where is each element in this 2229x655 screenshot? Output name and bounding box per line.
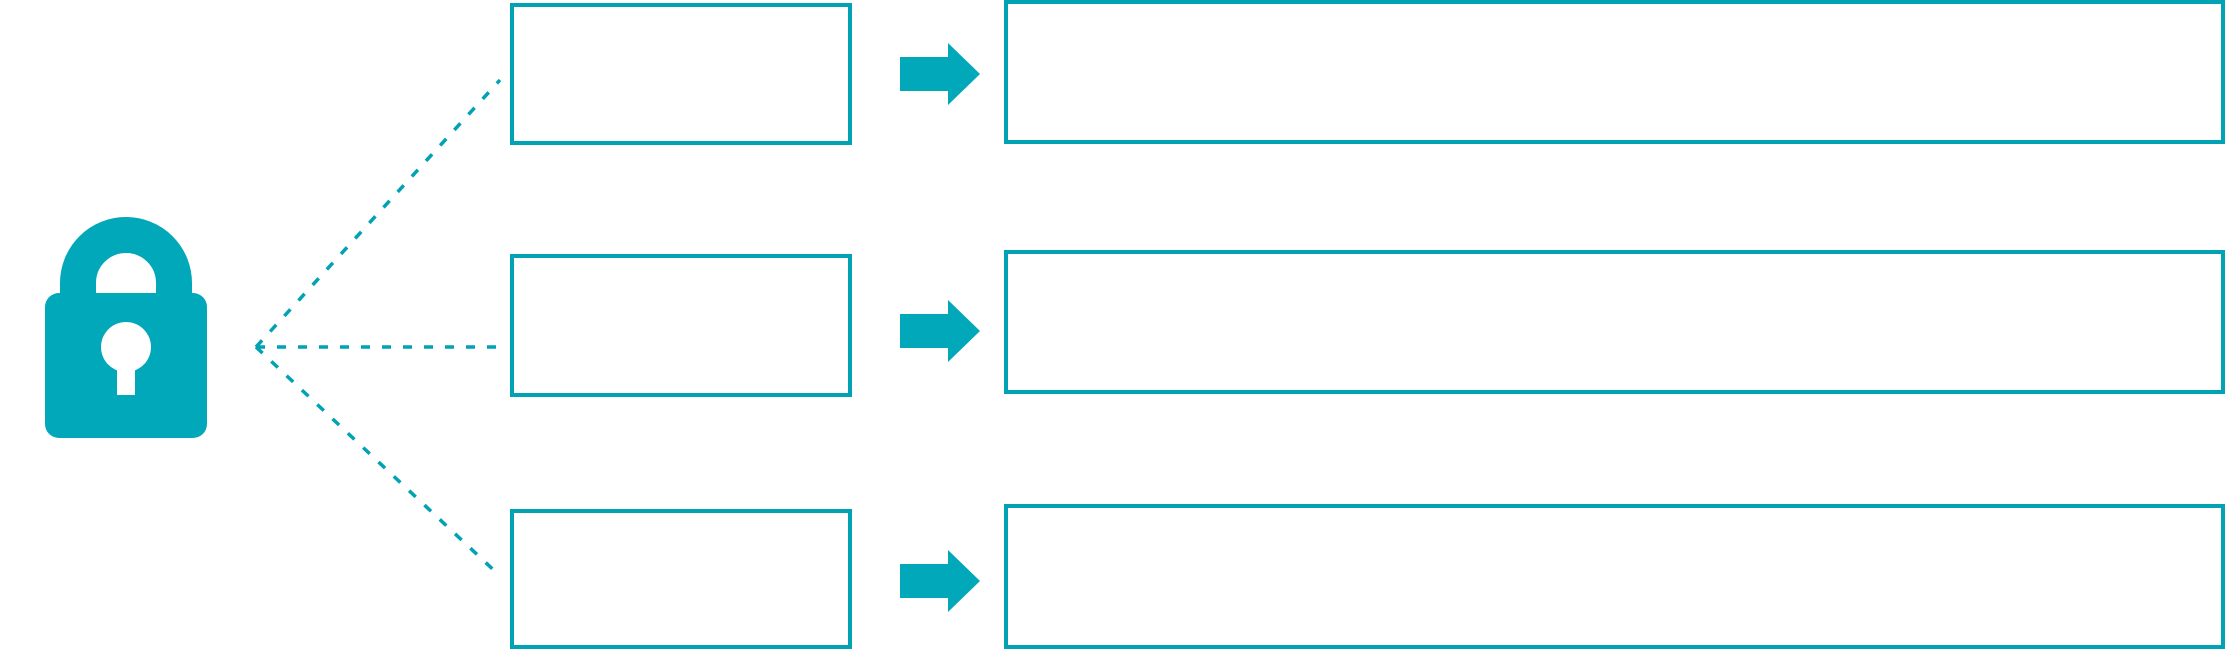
row-2-arrow-right-icon [900,300,980,362]
row-1-target-box[interactable] [1004,0,2225,144]
branch-to-row-1 [254,78,502,349]
row-1 [510,0,2225,145]
lock-icon [45,217,207,438]
lock-keyhole-stem-icon [117,347,135,395]
fan-connector [254,78,502,578]
row-3-target-box[interactable] [1004,504,2225,649]
row-3 [510,504,2225,649]
row-1-source-box[interactable] [510,3,852,145]
row-2 [510,250,2225,397]
row-2-target-box[interactable] [1004,250,2225,394]
row-1-arrow-right-icon [900,43,980,105]
row-3-source-box[interactable] [510,509,852,649]
row-2-source-box[interactable] [510,254,852,397]
row-3-arrow-right-icon [900,550,980,612]
branch-to-row-3 [254,345,502,578]
lock-shackle-icon [60,217,192,310]
